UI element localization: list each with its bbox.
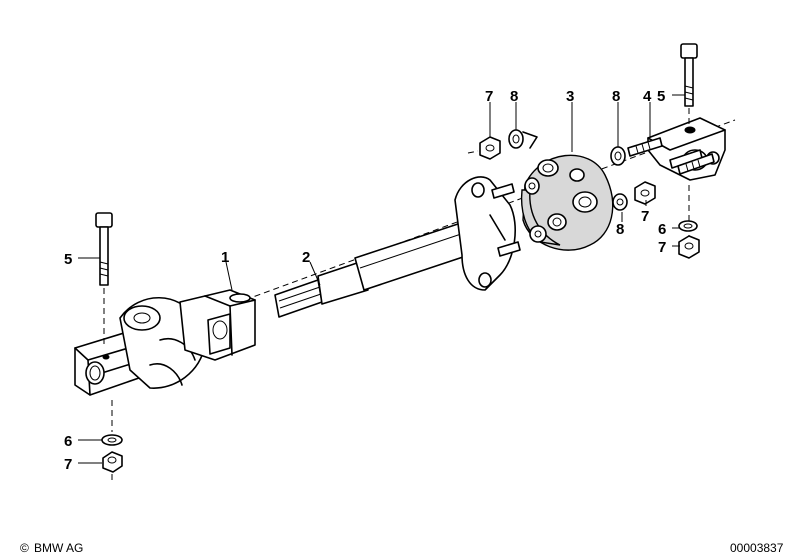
callout-6-right: 6 — [658, 221, 666, 238]
callout-7-top: 7 — [485, 88, 493, 105]
callout-2: 2 — [302, 249, 310, 266]
washer-8-mid — [612, 193, 628, 211]
nut-mid — [634, 181, 656, 205]
spacer-bushes — [524, 177, 547, 243]
long-bolt-left — [95, 212, 113, 345]
leader-lines — [78, 94, 685, 464]
nut-right — [678, 235, 700, 259]
callout-4: 4 — [643, 88, 652, 105]
callout-8-top-left: 8 — [510, 88, 518, 105]
intermediate-shaft-part — [274, 203, 507, 318]
copyright-symbol: © — [20, 541, 29, 555]
universal-joint-part — [74, 289, 256, 396]
callout-7-mid: 7 — [641, 208, 649, 225]
nut-left — [102, 400, 123, 484]
flexible-coupling-part — [520, 154, 614, 251]
callout-1: 1 — [221, 249, 229, 266]
footer-brand: © BMW AG — [20, 541, 83, 555]
washer-left — [101, 434, 123, 446]
callout-5-left: 5 — [64, 251, 72, 268]
callout-8-top-right: 8 — [612, 88, 620, 105]
callout-8-mid: 8 — [616, 221, 624, 238]
washer-8-top-right — [610, 146, 626, 166]
flange-plate-part — [454, 176, 521, 291]
callout-7-left: 7 — [64, 456, 72, 473]
nut-top — [467, 136, 501, 160]
diagram-number: 00003837 — [730, 541, 784, 555]
washer-right — [678, 220, 698, 232]
callout-6-left: 6 — [64, 433, 72, 450]
bolts-part-4 — [627, 137, 715, 175]
callout-7-right: 7 — [658, 239, 666, 256]
washer-8-top-left — [508, 129, 538, 149]
callout-5-right: 5 — [657, 88, 665, 105]
brand-name: BMW AG — [34, 541, 83, 555]
callout-3: 3 — [566, 88, 574, 105]
